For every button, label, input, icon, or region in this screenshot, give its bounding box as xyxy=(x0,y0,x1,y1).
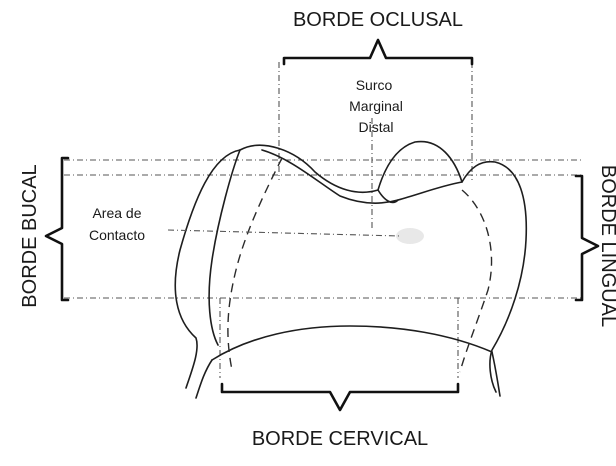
label-area-line2: Contacto xyxy=(89,227,145,243)
tooth-cervical-line xyxy=(212,326,492,360)
label-borde-bucal: BORDE BUCAL xyxy=(19,164,41,307)
tooth-buccal-contour xyxy=(175,150,240,388)
crown-dashed-outline xyxy=(228,158,492,372)
label-surco-line1: Surco xyxy=(356,77,393,93)
cervical-brace xyxy=(222,384,458,410)
label-borde-cervical: BORDE CERVICAL xyxy=(252,428,428,450)
tooth-occlusal-ridge xyxy=(262,150,462,203)
label-borde-oclusal: BORDE OCLUSAL xyxy=(293,9,463,31)
tooth-root-left xyxy=(196,360,212,398)
label-surco-line2: Marginal xyxy=(349,98,403,114)
label-borde-lingual: BORDE LINGUAL xyxy=(597,165,616,327)
tooth-buccal-inner-contour xyxy=(209,150,240,345)
tooth-root-right xyxy=(492,352,500,396)
lingual-brace xyxy=(576,176,598,300)
occlusal-brace xyxy=(284,40,472,64)
label-surco-line3: Distal xyxy=(358,119,393,135)
tooth-occlusal-contour xyxy=(240,142,526,392)
contact-area-spot xyxy=(396,228,424,244)
label-area-line1: Area de xyxy=(92,205,141,221)
reference-lines xyxy=(64,62,582,378)
tooth-outline xyxy=(175,142,526,398)
buccal-brace xyxy=(46,158,68,300)
